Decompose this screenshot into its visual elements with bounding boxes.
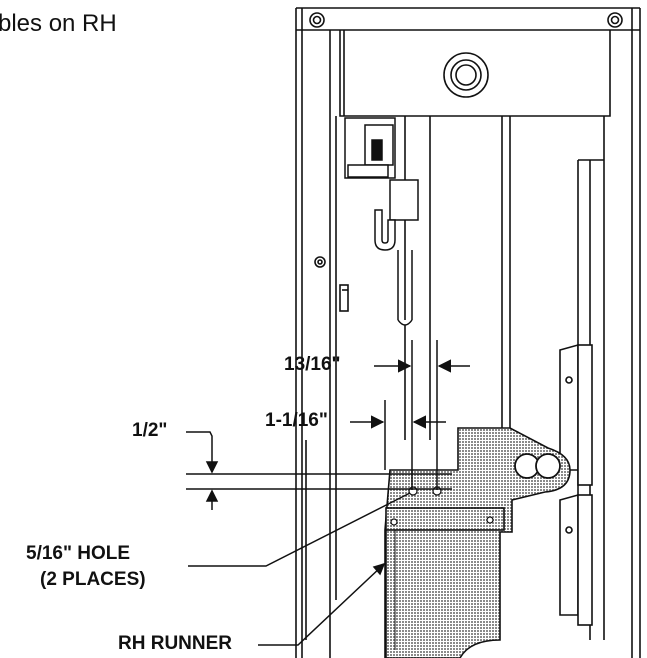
top-bolts [309,12,623,268]
heading-fragment: bles on RH [0,10,117,37]
sensor-bracket [344,117,419,326]
rh-runner-part [384,427,571,658]
hole-callout-line2: (2 PLACES) [40,569,146,590]
right-rollers [559,343,593,626]
dimension-lines [186,340,470,646]
dimension-1-2: 1/2" [132,420,168,441]
hole-callout-line1: 5/16" HOLE [26,543,131,564]
dimension-1-1-16: 1-1/16" [265,410,328,431]
runner-callout: RH RUNNER [118,633,232,654]
dimension-13-16: 13/16" [284,354,341,375]
